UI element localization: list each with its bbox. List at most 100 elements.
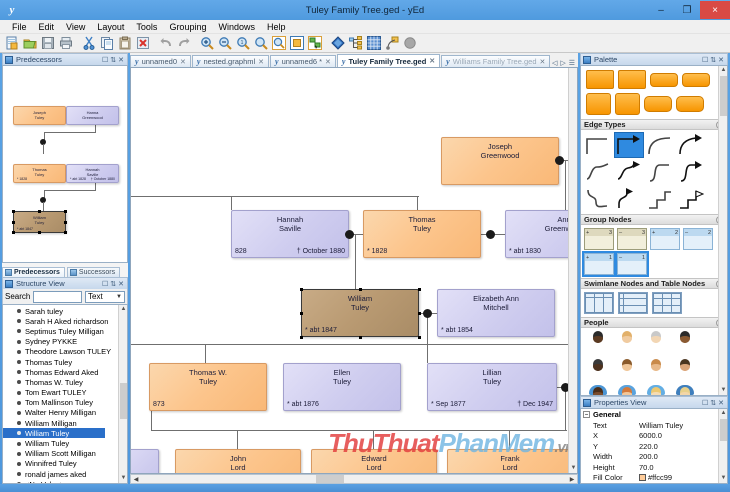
properties-group-general[interactable]: – General: [581, 409, 727, 420]
palette-shape-node[interactable]: [618, 70, 646, 89]
structure-tree-item[interactable]: Tom Ewart TULEY: [3, 388, 127, 398]
palette-shape-node[interactable]: [682, 73, 710, 87]
structure-tree-item[interactable]: William Tuley: [3, 438, 127, 448]
menu-item-edit[interactable]: Edit: [38, 21, 55, 32]
selection-handle[interactable]: [38, 231, 41, 234]
palette-swimlane-vertical[interactable]: [584, 292, 614, 314]
undo-icon[interactable]: [157, 35, 174, 52]
close-tab-icon[interactable]: ✕: [325, 58, 331, 66]
pin-icon[interactable]: ⇅: [710, 56, 717, 64]
float-icon[interactable]: ☐: [701, 399, 709, 407]
canvas-vertical-scrollbar[interactable]: ▼: [568, 68, 577, 473]
hscroll-track[interactable]: [141, 475, 567, 483]
structure-tree-item[interactable]: William Milligan: [3, 418, 127, 428]
palette-group-nodes[interactable]: +3 –3 +2 –2 +1 –1: [581, 225, 727, 278]
palette-edge-scurve[interactable]: [583, 186, 613, 212]
property-value-cell[interactable]: William Tuley: [639, 421, 727, 430]
predecessors-panel-buttons[interactable]: ☐ ⇅ ✕: [102, 56, 127, 64]
structure-tree-item[interactable]: Theodore Lawson TULEY: [3, 347, 127, 357]
selection-handle[interactable]: [359, 336, 362, 339]
property-value-cell[interactable]: #ffcc99: [639, 473, 727, 482]
palette-section-group-nodes[interactable]: Group Nodes ?: [581, 214, 727, 225]
palette-shape-node[interactable]: [586, 70, 614, 89]
palette-person-node[interactable]: [588, 332, 608, 395]
structure-tree-item[interactable]: Thomas Tuley: [3, 357, 127, 367]
palette-person-node[interactable]: [646, 360, 666, 382]
family-junction-dot[interactable]: [486, 230, 495, 239]
close-icon[interactable]: ✕: [718, 399, 724, 407]
structure-tree-item[interactable]: <No Value>: [3, 479, 127, 483]
float-icon[interactable]: ☐: [701, 56, 709, 64]
close-tab-icon[interactable]: ✕: [539, 58, 546, 66]
menu-item-view[interactable]: View: [66, 21, 86, 32]
selection-handle[interactable]: [300, 336, 303, 339]
palette-section-people[interactable]: People ?: [581, 317, 727, 328]
palette-person-node[interactable]: [617, 388, 637, 395]
scrollbar-thumb[interactable]: [720, 76, 727, 116]
palette-edge-polyline[interactable]: [583, 132, 613, 158]
palette-panel-buttons[interactable]: ☐ ⇅ ✕: [702, 56, 727, 64]
graph-node-unknown-1999[interactable]: 1999: [131, 449, 159, 473]
scroll-down-icon[interactable]: ▼: [120, 475, 127, 481]
structure-tree-item[interactable]: Septimus Tuley Milligan: [3, 326, 127, 336]
palette-swimlane-horizontal[interactable]: [618, 292, 648, 314]
palette-shape-node[interactable]: [650, 73, 678, 87]
palette-body[interactable]: Edge Types ?: [580, 65, 728, 396]
palette-shape-node[interactable]: [644, 96, 672, 112]
scrollbar-thumb[interactable]: [720, 419, 727, 441]
selection-handle[interactable]: [12, 231, 15, 234]
search-input[interactable]: [33, 290, 82, 303]
selection-handle[interactable]: [300, 312, 303, 315]
new-document-icon[interactable]: [3, 35, 20, 52]
structure-tree-item[interactable]: Winnifred Tuley: [3, 459, 127, 469]
scroll-up-icon[interactable]: ▲: [120, 306, 127, 312]
palette-shape-nodes[interactable]: [581, 66, 727, 119]
cut-icon[interactable]: [80, 35, 97, 52]
palette-edge-orthogonal[interactable]: [645, 186, 675, 212]
hierarchic-layout-icon[interactable]: [347, 35, 364, 52]
graph-node-ann-greenwood[interactable]: AnnGreenwood* abt 1830: [505, 210, 577, 258]
float-icon[interactable]: ☐: [101, 56, 109, 64]
palette-people-nodes[interactable]: [581, 328, 727, 395]
selection-handle[interactable]: [418, 336, 421, 339]
palette-person-node[interactable]: [588, 360, 608, 382]
delete-icon[interactable]: [134, 35, 151, 52]
scrollbar-thumb[interactable]: [120, 383, 127, 419]
palette-person-node[interactable]: [588, 388, 608, 395]
menu-item-grouping[interactable]: Grouping: [169, 21, 207, 32]
palette-square-node[interactable]: [586, 93, 611, 115]
property-value-cell[interactable]: 6000.0: [639, 431, 727, 440]
palette-person-node[interactable]: [646, 332, 666, 395]
collapse-icon[interactable]: –: [583, 411, 590, 418]
palette-shape-node[interactable]: [676, 96, 704, 112]
scrollbar-thumb[interactable]: [316, 475, 344, 483]
selection-handle[interactable]: [38, 210, 41, 213]
palette-edge-types[interactable]: [581, 130, 727, 214]
graph-canvas[interactable]: JosephGreenwoodJaneMidgleyHannahSaville8…: [130, 67, 578, 474]
save-icon[interactable]: [39, 35, 56, 52]
palette-table-node[interactable]: [652, 292, 682, 314]
palette-person-node[interactable]: [675, 360, 695, 382]
palette-edge-arc-arrow[interactable]: [614, 159, 644, 185]
tab-list-icon[interactable]: ☰: [568, 60, 575, 67]
canvas-horizontal-scrollbar[interactable]: ◀ ▶: [130, 474, 578, 484]
structure-tree-item[interactable]: ronald james aked: [3, 469, 127, 479]
